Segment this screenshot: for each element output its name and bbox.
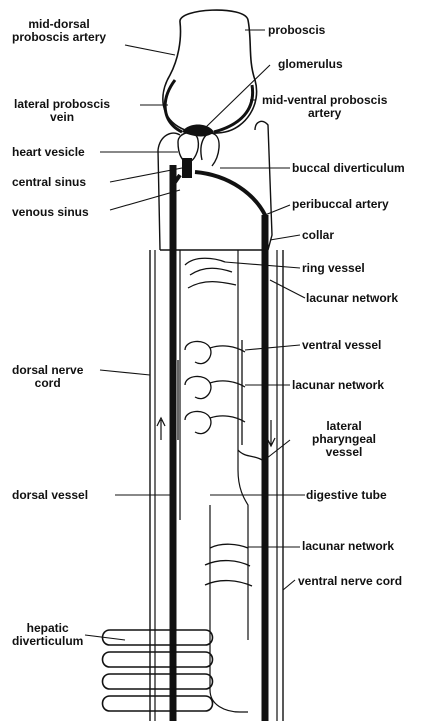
label-digestive-tube: digestive tube xyxy=(306,489,387,502)
label-lacunar-network-2: lacunar network xyxy=(292,379,384,392)
label-ventral-vessel: ventral vessel xyxy=(302,339,381,352)
label-dorsal-nerve-cord: dorsal nerve cord xyxy=(12,364,83,390)
label-lacunar-network-3: lacunar network xyxy=(302,540,394,553)
buccal-diverticulum-shape xyxy=(201,133,219,166)
flow-arrow-up xyxy=(157,418,165,440)
lateral-pharyngeal-vessel xyxy=(238,450,262,460)
glomerulus-mass xyxy=(182,125,214,137)
label-lateral-proboscis-vein: lateral proboscis vein xyxy=(14,98,110,124)
collar-left-outline xyxy=(158,133,180,150)
label-ring-vessel: ring vessel xyxy=(302,262,365,275)
label-glomerulus: glomerulus xyxy=(278,58,343,71)
mid-ventral-proboscis-artery xyxy=(214,85,253,132)
label-lateral-pharyngeal-vessel: lateral pharyngeal vessel xyxy=(312,420,376,459)
label-proboscis: proboscis xyxy=(268,24,325,37)
label-collar: collar xyxy=(302,229,334,242)
label-mid-ventral-proboscis-artery: mid-ventral proboscis artery xyxy=(262,94,387,120)
lacunar-network-lower xyxy=(205,544,252,586)
leader-lines xyxy=(85,30,305,640)
digestive-tube-outline xyxy=(210,505,248,712)
proboscis-outline xyxy=(163,10,257,133)
label-venous-sinus: venous sinus xyxy=(12,206,89,219)
gill-loops xyxy=(178,340,245,445)
hepatic-diverticulum-loops xyxy=(103,630,213,711)
peribuccal-artery xyxy=(195,172,265,215)
label-mid-dorsal-proboscis-artery: mid-dorsal proboscis artery xyxy=(12,18,106,44)
label-peribuccal-artery: peribuccal artery xyxy=(292,198,389,211)
lateral-proboscis-vein xyxy=(165,80,182,132)
label-heart-vesicle: heart vesicle xyxy=(12,146,85,159)
heart-vesicle-shape xyxy=(178,133,198,162)
label-lacunar-network-1: lacunar network xyxy=(306,292,398,305)
label-hepatic-diverticulum: hepatic diverticulum xyxy=(12,622,83,648)
label-buccal-diverticulum: buccal diverticulum xyxy=(292,162,405,175)
label-ventral-nerve-cord: ventral nerve cord xyxy=(298,575,402,588)
label-dorsal-vessel: dorsal vessel xyxy=(12,489,88,502)
central-sinus-mark xyxy=(182,158,192,178)
label-central-sinus: central sinus xyxy=(12,176,86,189)
